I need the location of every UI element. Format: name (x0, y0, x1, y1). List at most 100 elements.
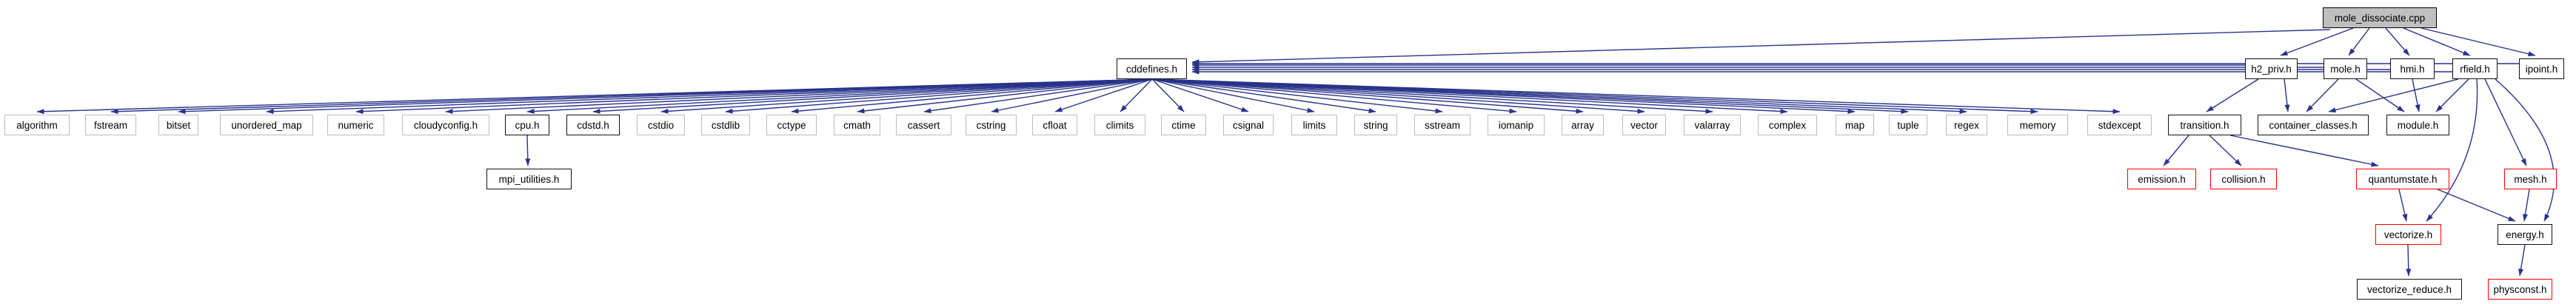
node-memory[interactable]: memory (2007, 115, 2068, 135)
edge-moleh-moduleh (2355, 78, 2405, 112)
node-cfloat[interactable]: cfloat (1032, 115, 1077, 135)
edge-transitionh-emission (2163, 135, 2189, 166)
node-moduleh[interactable]: module.h (2386, 115, 2449, 135)
edge-rfieldh-energyh (2495, 78, 2555, 222)
edge-rfieldh-containerh (2328, 78, 2459, 113)
edge-cddef-valarray (1151, 78, 1713, 114)
node-climits[interactable]: climits (1094, 115, 1145, 135)
edge-cddef-stdexcept (1151, 78, 2121, 115)
node-cstdio[interactable]: cstdio (637, 115, 685, 135)
node-quantum[interactable]: quantumstate.h (2356, 169, 2449, 189)
node-molecpp[interactable]: mole_dissociate.cpp (2323, 7, 2437, 28)
edge-h2priv-containerh (2284, 78, 2290, 112)
node-ctime[interactable]: ctime (1161, 115, 1206, 135)
node-h2priv[interactable]: h2_priv.h (2245, 58, 2298, 79)
node-fstream[interactable]: fstream (85, 115, 136, 135)
node-containerh[interactable]: container_classes.h (2258, 115, 2369, 135)
node-tuple[interactable]: tuple (1889, 115, 1927, 135)
edge-molecpp-rfieldh (2403, 27, 2471, 56)
node-sstream[interactable]: sstream (1414, 115, 1471, 135)
edge-rfieldh-vectorize (2426, 78, 2478, 222)
node-regex[interactable]: regex (1946, 115, 1987, 135)
edge-molecpp-h2priv (2280, 27, 2354, 56)
node-array[interactable]: array (1562, 115, 1604, 135)
node-energyh[interactable]: energy.h (2498, 224, 2552, 245)
node-cdstd[interactable]: cdstd.h (566, 115, 620, 135)
edge-cddef-climits (1120, 78, 1153, 112)
edge-transitionh-collision (2209, 135, 2242, 166)
node-numeric[interactable]: numeric (327, 115, 384, 135)
edge-molecpp-hmih (2385, 27, 2410, 56)
node-complex[interactable]: complex (1758, 115, 1817, 135)
edge-cddef-cstdio (660, 78, 1153, 114)
node-moleh[interactable]: mole.h (2324, 58, 2367, 79)
edge-meshh-energyh (2523, 189, 2530, 222)
node-map[interactable]: map (1836, 115, 1874, 135)
edge-cddef-cdstd (592, 78, 1153, 114)
edge-cpuh-mpiutil (525, 135, 531, 166)
edge-vectorize-vecreduce (2406, 244, 2412, 277)
edge-cddef-vector (1151, 78, 1645, 114)
node-cddef[interactable]: cddefines.h (1117, 58, 1187, 79)
node-vectorize[interactable]: vectorize.h (2375, 224, 2441, 245)
edge-cddef-cctype (791, 78, 1153, 114)
edge-cddef-sstream (1151, 78, 1443, 114)
edge-cddef-complex (1151, 78, 1788, 115)
node-csignal[interactable]: csignal (1223, 115, 1274, 135)
edge-cddef-cmath (857, 78, 1153, 114)
edge-energyh-physconst (2518, 244, 2526, 277)
node-valarray[interactable]: valarray (1684, 115, 1741, 135)
edge-cddef-cfloat (1054, 78, 1153, 112)
edge-molecpp-cddef (1191, 29, 2331, 65)
node-cassert[interactable]: cassert (896, 115, 951, 135)
node-transitionh[interactable]: transition.h (2168, 115, 2241, 135)
edge-hmih-moduleh (2412, 78, 2421, 112)
node-iomanip[interactable]: iomanip (1488, 115, 1545, 135)
node-cstdlib[interactable]: cstdlib (701, 115, 750, 135)
node-physconst[interactable]: physconst.h (2488, 279, 2552, 300)
edge-cddef-bitset (178, 78, 1153, 115)
edge-rfieldh-meshh (2484, 78, 2527, 166)
node-bitset[interactable]: bitset (158, 115, 198, 135)
edge-cddef-csignal (1151, 78, 1249, 112)
node-ipointh[interactable]: ipoint.h (2519, 58, 2564, 79)
node-emission[interactable]: emission.h (2127, 169, 2196, 189)
edge-cddef-cstdlib (725, 78, 1153, 114)
node-cstring[interactable]: cstring (966, 115, 1017, 135)
node-algorithm[interactable]: algorithm (4, 115, 70, 135)
node-collision[interactable]: collision.h (2210, 169, 2277, 189)
edge-cddef-cloudyconfig (445, 78, 1153, 115)
node-stdexcept[interactable]: stdexcept (2087, 115, 2152, 135)
node-meshh[interactable]: mesh.h (2504, 169, 2557, 189)
node-cpuh[interactable]: cpu.h (505, 115, 549, 135)
node-unordered_map[interactable]: unordered_map (220, 115, 313, 135)
node-vecreduce[interactable]: vectorize_reduce.h (2357, 279, 2462, 300)
node-vector[interactable]: vector (1622, 115, 1666, 135)
node-cmath[interactable]: cmath (834, 115, 880, 135)
edge-cddef-cassert (923, 78, 1153, 114)
edge-cddef-cstring (991, 78, 1153, 113)
node-cctype[interactable]: cctype (766, 115, 817, 135)
node-limits[interactable]: limits (1291, 115, 1337, 135)
node-hmih[interactable]: hmi.h (2390, 58, 2435, 79)
edge-cddef-iomanip (1151, 78, 1517, 114)
edge-quantum-energyh (2437, 189, 2516, 222)
edge-cddef-cpuh (526, 78, 1153, 115)
node-cloudyconfig[interactable]: cloudyconfig.h (402, 115, 489, 135)
edge-cddef-numeric (355, 78, 1153, 115)
edge-cddef-ctime (1151, 78, 1185, 112)
edge-rfieldh-moduleh (2435, 78, 2469, 112)
edge-transitionh-quantum (2229, 135, 2379, 167)
node-rfieldh[interactable]: rfield.h (2452, 58, 2498, 79)
edge-quantum-vectorize (2398, 189, 2408, 222)
edge-cddef-limits (1151, 78, 1315, 113)
node-string[interactable]: string (1354, 115, 1397, 135)
edge-moleh-containerh (2306, 78, 2339, 112)
node-mpiutil[interactable]: mpi_utilities.h (486, 169, 572, 189)
edge-molecpp-moleh (2348, 27, 2370, 56)
edge-cddef-string (1151, 78, 1376, 114)
edge-h2priv-transitionh (2206, 78, 2259, 112)
edge-molecpp-ipointh (2421, 27, 2536, 57)
